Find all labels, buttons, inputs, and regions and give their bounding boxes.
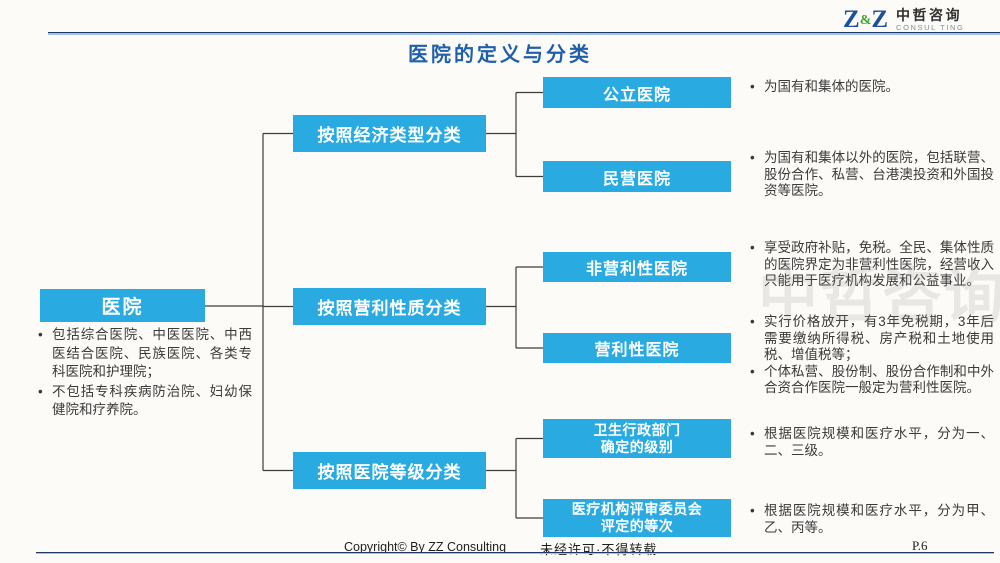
- node-classification-by-economic-type: 按照经济类型分类: [293, 115, 486, 152]
- header-rule: [48, 32, 1000, 35]
- node-classification-by-profit-nature: 按照营利性质分类: [293, 288, 486, 325]
- note-item: 为国有和集体的医院。: [748, 79, 994, 96]
- grade-notes: 根据医院规模和医疗水平，分为甲、乙、丙等。: [748, 503, 994, 536]
- note-item: 个体私营、股份制、股份合作制和中外合资合作医院一般定为营利性医院。: [748, 364, 994, 397]
- node-nonprofit-hospital: 非营利性医院: [543, 252, 731, 282]
- connector-branch-1-bracket: [486, 91, 543, 178]
- private-hospital-notes: 为国有和集体以外的医院，包括联营、股份合作、私营、台港澳投资和外国投资等医院。: [748, 150, 994, 200]
- node-classification-by-hospital-grade: 按照医院等级分类: [293, 452, 486, 489]
- logo-z2: Z: [871, 6, 889, 33]
- company-logo: Z&Z 中哲咨询 CONSUL TING: [843, 7, 965, 34]
- logo-z1: Z: [843, 6, 860, 33]
- node-forprofit-hospital: 营利性医院: [543, 333, 731, 363]
- logo-zz-mark: Z&Z: [843, 7, 888, 34]
- logo-company-name-cn: 中哲咨询: [896, 7, 963, 23]
- connector-branch-2-bracket: [486, 266, 543, 349]
- node-level-by-health-administration: 卫生行政部门 确定的级别: [543, 419, 731, 458]
- note-item: 享受政府补贴，免税。全民、集体性质的医院界定为非营利性医院，经营收入只能用于医疗…: [748, 240, 994, 290]
- note-item: 为国有和集体以外的医院，包括联营、股份合作、私营、台港澳投资和外国投资等医院。: [748, 150, 994, 200]
- node-private-hospital: 民营医院: [543, 161, 731, 192]
- note-item: 实行价格放开，有3年免税期，3年后需要缴纳所得税、房产税和土地使用税、增值税等；: [748, 314, 994, 364]
- page-title: 医院的定义与分类: [408, 44, 592, 66]
- public-hospital-notes: 为国有和集体的医院。: [748, 79, 994, 96]
- connector-branch-3-bracket: [486, 437, 543, 519]
- footer-rule: [36, 552, 994, 554]
- note-item: 根据医院规模和医疗水平，分为一、二、三级。: [748, 426, 994, 459]
- node-hospital: 医院: [40, 289, 205, 322]
- footer-copyright: Copyright© By ZZ Consulting: [344, 540, 507, 554]
- nonprofit-hospital-notes: 享受政府补贴，免税。全民、集体性质的医院界定为非营利性医院，经营收入只能用于医疗…: [748, 240, 994, 290]
- note-item: 包括综合医院、中医医院、中西医结合医院、民族医院、各类专科医院和护理院；: [36, 326, 252, 382]
- forprofit-hospital-notes: 实行价格放开，有3年免税期，3年后需要缴纳所得税、房产税和土地使用税、增值税等；…: [748, 314, 994, 397]
- node-public-hospital: 公立医院: [543, 77, 731, 108]
- logo-words: 中哲咨询 CONSUL TING: [896, 7, 964, 32]
- footer-notice: 未经许可·不得转载: [540, 542, 658, 557]
- page-number: P.6: [912, 538, 928, 553]
- node-grade-by-review-committee: 医疗机构评审委员会 评定的等次: [543, 499, 731, 537]
- note-item: 不包括专科疾病防治院、妇幼保健院和疗养院。: [36, 383, 252, 420]
- logo-company-name-en: CONSUL TING: [896, 23, 965, 32]
- logo-ampersand: &: [859, 13, 872, 28]
- level-notes: 根据医院规模和医疗水平，分为一、二、三级。: [748, 426, 994, 459]
- hospital-notes: 包括综合医院、中医医院、中西医结合医院、民族医院、各类专科医院和护理院； 不包括…: [36, 326, 252, 420]
- note-item: 根据医院规模和医疗水平，分为甲、乙、丙等。: [748, 503, 994, 536]
